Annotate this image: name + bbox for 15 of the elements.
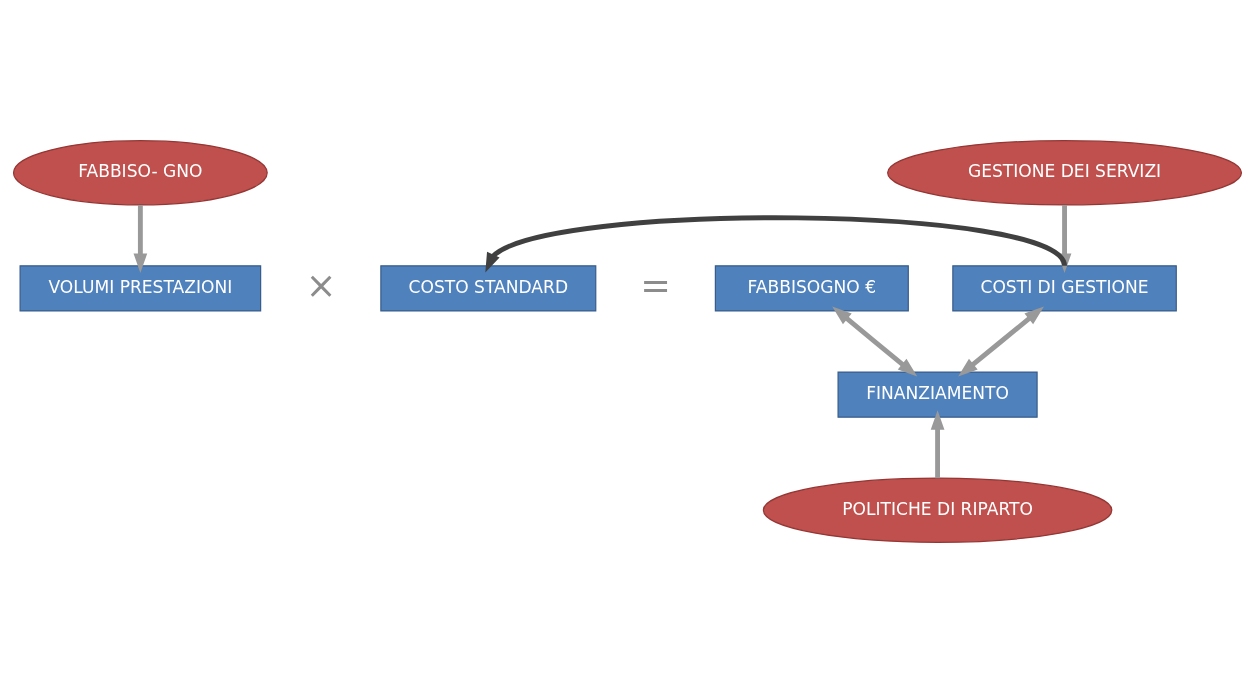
arrow [485, 214, 1067, 273]
arrow [832, 305, 918, 377]
label: × [305, 263, 337, 307]
node-box: COSTO STANDARD [380, 264, 597, 312]
node-box: VOLUMI PRESTAZIONI [19, 264, 262, 312]
arrow [958, 305, 1044, 377]
arrow [930, 409, 945, 478]
node-ellipse: FABBISO- GNO [12, 139, 268, 206]
node-box: FINANZIAMENTO [837, 370, 1038, 418]
node-box: COSTI DI GESTIONE [952, 264, 1177, 312]
node-ellipse: POLITICHE DI RIPARTO [762, 476, 1113, 543]
node-ellipse: GESTIONE DEI SERVIZI [887, 139, 1243, 206]
node-box: FABBISOGNO € [714, 264, 909, 312]
label: = [640, 263, 671, 307]
arrow [133, 204, 148, 273]
